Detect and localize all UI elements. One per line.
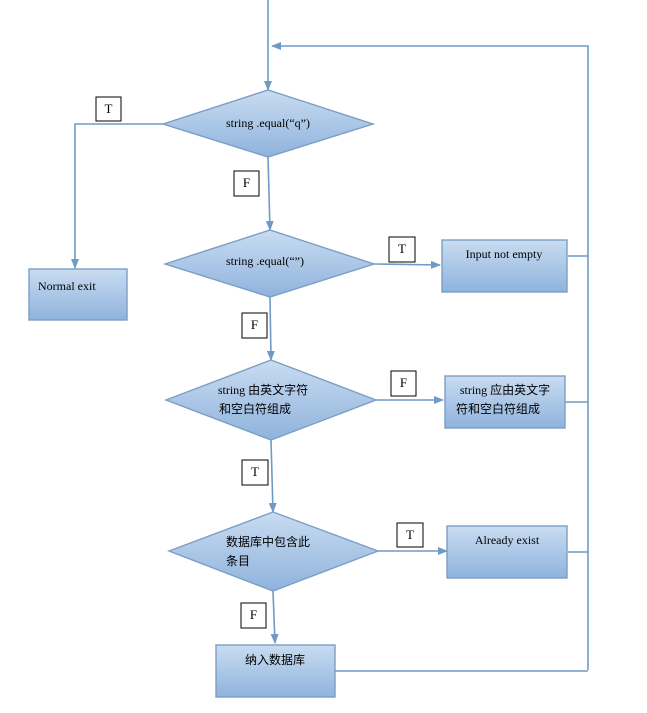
decision-quit-label: string .equal(“q”) — [226, 116, 310, 130]
tag-f-chars-label: F — [400, 375, 407, 390]
svg-text:T: T — [398, 241, 406, 256]
result-input-not-empty-label: Input not empty — [466, 247, 543, 261]
d1-to-exit-connector — [71, 123, 163, 269]
result-input-not-empty: Input not empty — [441, 239, 568, 293]
svg-text:T: T — [406, 527, 414, 542]
result-already-exist-label: Already exist — [475, 533, 540, 547]
result-already-exist: Already exist — [446, 525, 568, 579]
svg-text:string 由英文字符: string 由英文字符 — [218, 382, 308, 397]
tag-t-empty-label: T — [398, 241, 406, 256]
svg-text:string .equal(“”): string .equal(“”) — [226, 254, 304, 268]
tag-f-empty-label: F — [251, 317, 258, 332]
decision-empty-label: string .equal(“”) — [226, 254, 304, 268]
tag-t-exists: T — [396, 522, 424, 548]
svg-text:Already exist: Already exist — [475, 533, 540, 547]
d2-to-notempty-connector — [373, 260, 441, 269]
svg-text:条目: 条目 — [226, 554, 250, 568]
tag-f-empty: F — [241, 312, 268, 339]
svg-text:纳入数据库: 纳入数据库 — [245, 652, 305, 667]
svg-text:F: F — [250, 607, 257, 622]
decision-chars-line-1: string 由英文字符 — [218, 382, 308, 397]
svg-text:string .equal(“q”): string .equal(“q”) — [226, 116, 310, 130]
result-should-be-chars-line-1: string 应由英文字 — [460, 382, 550, 397]
d3-to-d4-connector — [268, 439, 277, 513]
d1-to-d2-connector — [265, 156, 274, 231]
svg-text:和空白符组成: 和空白符组成 — [219, 401, 291, 416]
tag-t-exists-label: T — [406, 527, 414, 542]
tag-t-empty: T — [388, 236, 416, 263]
tag-f-quit: F — [233, 170, 260, 197]
decision-exists-line-1: 数据库中包含此 — [226, 534, 310, 549]
d2-to-d3-connector — [266, 296, 275, 361]
svg-text:F: F — [243, 175, 250, 190]
result-insert-database-label: 纳入数据库 — [245, 652, 305, 667]
decision-quit: string .equal(“q”) — [160, 89, 376, 158]
result-normal-exit: Normal exit — [28, 268, 128, 321]
svg-text:数据库中包含此: 数据库中包含此 — [226, 534, 310, 549]
result-normal-exit-label: Normal exit — [38, 279, 96, 293]
result-should-be-chars-line-2: 符和空白符组成 — [456, 401, 540, 416]
tag-f-exists-label: F — [250, 607, 257, 622]
decision-empty: string .equal(“”) — [162, 229, 377, 298]
decision-exists-line-2: 条目 — [226, 554, 250, 568]
tag-f-quit-label: F — [243, 175, 250, 190]
tag-f-exists: F — [240, 602, 267, 629]
svg-text:T: T — [251, 464, 259, 479]
tag-t-quit-label: T — [105, 101, 113, 116]
tag-t-quit: T — [95, 96, 122, 122]
d4-to-insert-connector — [270, 590, 279, 644]
svg-text:Input not empty: Input not empty — [466, 247, 543, 261]
decision-chars: string 由英文字符 和空白符组成 — [164, 359, 378, 441]
tag-t-chars-label: T — [251, 464, 259, 479]
svg-text:符和空白符组成: 符和空白符组成 — [456, 401, 540, 416]
decision-chars-line-2: 和空白符组成 — [219, 401, 291, 416]
return-loop-line — [271, 42, 589, 670]
result-should-be-chars: string 应由英文字 符和空白符组成 — [444, 375, 566, 429]
svg-text:string 应由英文字: string 应由英文字 — [460, 382, 550, 397]
svg-text:T: T — [105, 101, 113, 116]
svg-text:F: F — [251, 317, 258, 332]
tag-f-chars: F — [390, 370, 417, 397]
svg-text:Normal exit: Normal exit — [38, 279, 96, 293]
tag-t-chars: T — [241, 459, 269, 486]
result-insert-database: 纳入数据库 — [215, 644, 336, 698]
svg-text:F: F — [400, 375, 407, 390]
connectors — [71, 0, 589, 672]
decision-exists: 数据库中包含此 条目 — [167, 511, 380, 592]
